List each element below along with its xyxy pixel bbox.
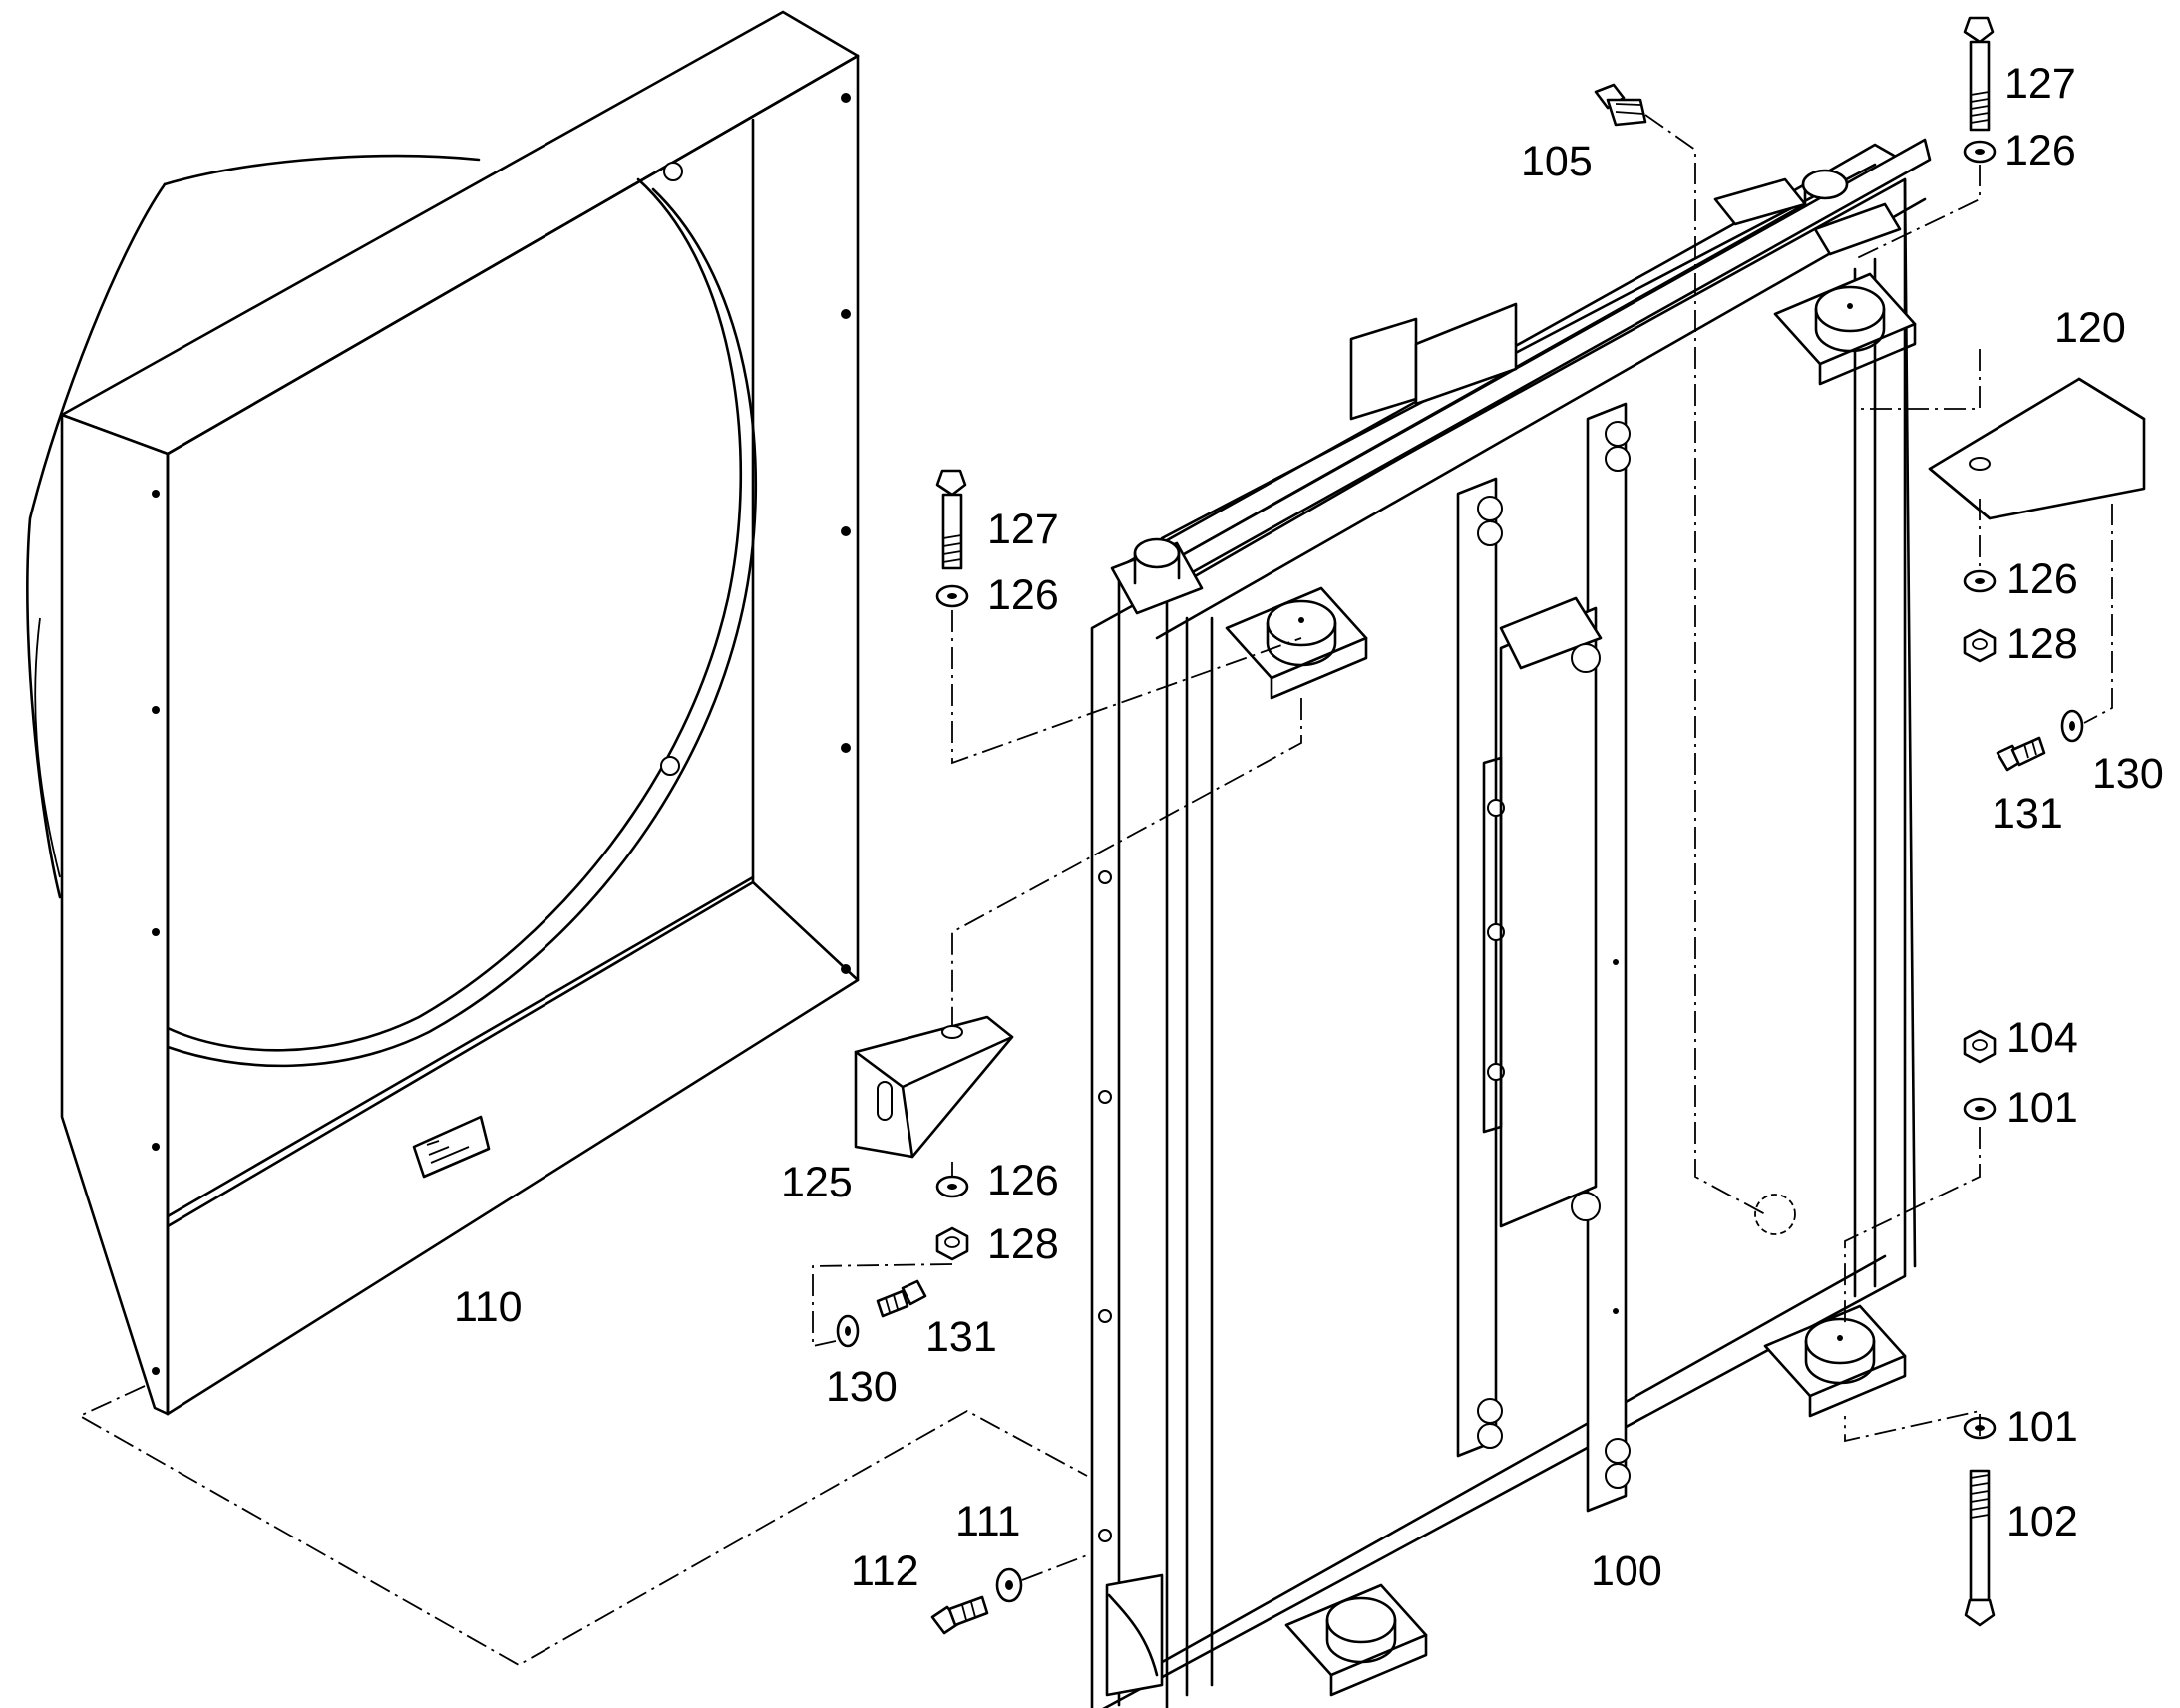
callout-126-left: 126 xyxy=(987,571,1059,619)
radiator-crossbar-right xyxy=(1586,402,1631,1513)
radiator xyxy=(1090,138,1932,1708)
callout-126-top: 126 xyxy=(2004,127,2076,174)
screw-bottom xyxy=(930,1595,989,1635)
mount-pad-bottom-right xyxy=(1763,1304,1907,1418)
bolt-lower-right xyxy=(1964,1469,1996,1627)
washer-left-lower xyxy=(935,1175,969,1198)
callout-101-lower: 101 xyxy=(2006,1403,2078,1451)
callout-130-right: 130 xyxy=(2092,750,2164,798)
radiator-bottom-tank xyxy=(1105,1573,1164,1697)
radiator-auxiliary-cooler xyxy=(1482,596,1603,1228)
callout-127-left: 127 xyxy=(987,506,1059,553)
nut-left xyxy=(935,1226,969,1261)
mount-pad-top-left xyxy=(1225,586,1368,700)
callout-131-right: 131 xyxy=(1992,790,2063,838)
screw-left xyxy=(876,1279,927,1318)
callout-125: 125 xyxy=(781,1159,853,1206)
bracket-left xyxy=(854,1015,1014,1159)
callout-126-right: 126 xyxy=(2006,555,2078,603)
callout-105: 105 xyxy=(1521,138,1593,185)
nut-lower-right xyxy=(1963,1029,1997,1064)
callout-128-right: 128 xyxy=(2006,620,2078,668)
callout-104: 104 xyxy=(2006,1014,2078,1062)
fan-shroud xyxy=(26,10,860,1416)
mount-pad-bottom-left xyxy=(1284,1583,1428,1697)
bolt-top-right xyxy=(1963,16,1995,132)
washer-top-right xyxy=(1963,140,1997,164)
callout-131-left: 131 xyxy=(925,1313,997,1361)
callout-112: 112 xyxy=(851,1547,919,1595)
callout-110: 110 xyxy=(454,1283,523,1331)
radiator-side-holes xyxy=(1098,870,1619,1542)
callout-111: 111 xyxy=(955,1498,1020,1545)
callout-120: 120 xyxy=(2054,304,2126,352)
bolt-upper-left xyxy=(935,469,967,570)
radiator-top-left-cap xyxy=(1110,537,1204,615)
callout-102: 102 xyxy=(2006,1498,2078,1545)
washer-right-lower xyxy=(1963,569,1997,593)
radiator-top-fitting-block xyxy=(1713,169,1902,256)
radiator-filler-neck xyxy=(1349,302,1518,421)
washer-right-small xyxy=(2060,709,2084,743)
callout-128-left: 128 xyxy=(987,1220,1059,1268)
callout-labels: 127 126 105 120 127 126 126 128 130 131 … xyxy=(454,60,2164,1595)
bracket-right xyxy=(1928,377,2146,520)
washer-upper-left xyxy=(935,584,969,608)
callout-130-left: 130 xyxy=(826,1363,898,1411)
callout-101-upper: 101 xyxy=(2006,1084,2078,1132)
radiator-crossbar-left xyxy=(1456,477,1503,1458)
shroud-label-plate-icon xyxy=(412,1115,491,1179)
washer-lower-right-1 xyxy=(1963,1097,1997,1121)
nut-right xyxy=(1963,628,1997,663)
screw-right xyxy=(1996,736,2046,772)
callout-126-lower-left: 126 xyxy=(987,1157,1059,1204)
fitting-top xyxy=(1594,83,1647,127)
washer-left-small xyxy=(836,1314,860,1348)
callout-127-top: 127 xyxy=(2004,60,2076,108)
washer-bottom xyxy=(995,1567,1023,1603)
callout-100: 100 xyxy=(1591,1547,1662,1595)
shroud-bolt-holes xyxy=(152,93,851,1375)
mount-pad-top-right xyxy=(1773,272,1917,386)
assembly-lines xyxy=(78,114,2113,1667)
